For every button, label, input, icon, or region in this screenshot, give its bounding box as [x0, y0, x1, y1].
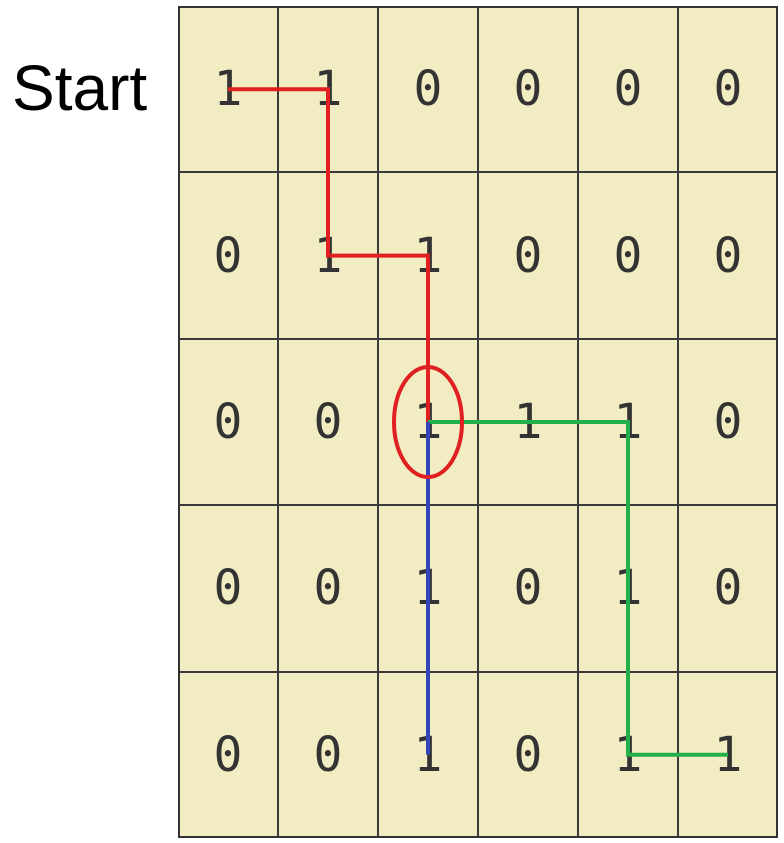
grid-cell-r2-c3: 1 [478, 338, 578, 506]
grid-cell-r2-c1: 0 [278, 338, 378, 506]
start-label: Start [12, 52, 148, 124]
grid-cell-r3-c1: 0 [278, 505, 378, 672]
grid-cell-r1-c2: 1 [378, 172, 478, 339]
grid-cell-r0-c3: 0 [478, 6, 578, 173]
grid-cell-r0-c4: 0 [578, 6, 678, 173]
grid-cell-r2-c2: 1 [378, 338, 478, 506]
grid-cell-r2-c0: 0 [178, 338, 278, 506]
grid-cell-r4-c4: 1 [578, 671, 678, 838]
grid-cell-r4-c5: 1 [678, 671, 778, 838]
grid-cell-r3-c5: 0 [678, 505, 778, 672]
grid-cell-r0-c2: 0 [378, 6, 478, 173]
grid-cell-r0-c1: 1 [278, 6, 378, 173]
grid-cell-r1-c0: 0 [178, 172, 278, 339]
grid-cell-r4-c2: 1 [378, 671, 478, 838]
grid-cell-r3-c2: 1 [378, 505, 478, 672]
grid-cell-r2-c5: 0 [678, 338, 778, 506]
grid-cell-r3-c3: 0 [478, 505, 578, 672]
grid-cell-r1-c1: 1 [278, 172, 378, 339]
grid-cell-r4-c3: 0 [478, 671, 578, 838]
grid-cell-r3-c0: 0 [178, 505, 278, 672]
grid-cell-r1-c4: 0 [578, 172, 678, 339]
grid-cell-r4-c1: 0 [278, 671, 378, 838]
grid-cell-r2-c4: 1 [578, 338, 678, 506]
grid-cell-r0-c5: 0 [678, 6, 778, 173]
grid-cell-r0-c0: 1 [178, 6, 278, 173]
grid-cell-r4-c0: 0 [178, 671, 278, 838]
grid-cell-r3-c4: 1 [578, 505, 678, 672]
grid-cell-r1-c3: 0 [478, 172, 578, 339]
grid-cell-r1-c5: 0 [678, 172, 778, 339]
